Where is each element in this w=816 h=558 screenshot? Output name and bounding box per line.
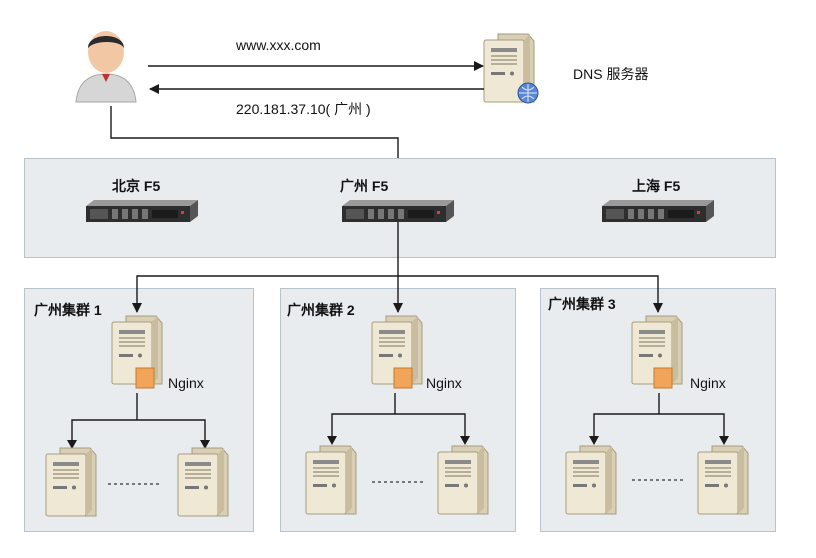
f5-guangzhou-label: 广州 F5 xyxy=(340,178,389,194)
cluster-1-graphics xyxy=(45,315,229,517)
backend-server-icon xyxy=(437,445,489,515)
dns-server-icon xyxy=(483,33,539,104)
nginx-badge-icon xyxy=(393,367,413,389)
backend-server-icon xyxy=(177,447,229,517)
cluster-2-title: 广州集群 2 xyxy=(287,302,355,318)
response-ip-label: 220.181.37.10( 广州 ) xyxy=(236,101,371,117)
nginx-badge-icon xyxy=(135,367,155,389)
f5-guangzhou-device-icon xyxy=(342,200,454,222)
f5-shanghai-device-icon xyxy=(602,200,714,222)
cluster-1-nginx-label: Nginx xyxy=(168,375,204,391)
f5-beijing-device-icon xyxy=(86,200,198,222)
dns-server-label: DNS 服务器 xyxy=(573,66,649,82)
nginx-badge-icon xyxy=(653,367,673,389)
request-url-label: www.xxx.com xyxy=(236,37,321,53)
backend-server-icon xyxy=(697,445,749,515)
cluster-3-nginx-label: Nginx xyxy=(690,375,726,391)
backend-server-icon xyxy=(305,445,357,515)
backend-server-icon xyxy=(45,447,97,517)
cluster-2-nginx-label: Nginx xyxy=(426,375,462,391)
cluster-1-title: 广州集群 1 xyxy=(34,302,102,318)
cluster-2-graphics xyxy=(305,315,489,515)
cluster-3-graphics xyxy=(565,315,749,515)
cluster-3-title: 广州集群 3 xyxy=(548,296,616,312)
user-icon xyxy=(75,31,137,103)
backend-server-icon xyxy=(565,445,617,515)
f5-shanghai-label: 上海 F5 xyxy=(632,178,681,194)
f5-to-clusters-lines xyxy=(132,222,663,313)
f5-beijing-label: 北京 F5 xyxy=(112,178,161,194)
